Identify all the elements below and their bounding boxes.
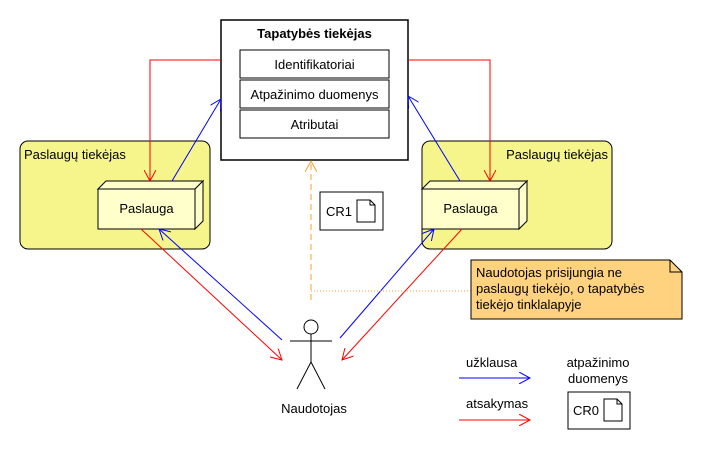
identity-row-box [239,109,390,139]
request-arrow-user-to-left-service [159,229,283,341]
service-node: Paslauga [420,179,529,231]
request-arrow-user-to-right-service [339,229,434,339]
legend: užklausa atsakymas atpažinimo duomenys C… [459,355,631,430]
legend-credentials-label: atpažinimo [567,355,630,370]
user-actor: Naudotojas [281,319,347,416]
response-arrow-idp-to-left-service [150,59,221,181]
identity-row-box [239,49,390,79]
response-arrow-left-service-to-user [140,228,282,360]
request-arrow-right-service-to-idp [408,96,461,182]
legend-response-label: atsakymas [466,396,529,411]
note-line: Naudotojas prisijungia ne [476,265,622,280]
login-note: Naudotojas prisijungia ne paslaugų tiekė… [470,259,683,320]
identity-row-identifiers: Identifikatoriai [274,57,354,72]
request-arrow-left-service-to-idp [171,99,221,182]
response-arrow-idp-to-right-service [408,59,490,181]
credential-document: CR1 [319,191,384,231]
identity-row-attributes: Atributai [291,117,339,132]
service-provider-title: Paslaugų tiekėjas [24,147,126,162]
legend-credentials-label: duomenys [568,371,628,386]
service-provider-title: Paslaugų tiekėjas [506,147,608,162]
identity-row-credentials: Atpažinimo duomenys [251,87,379,102]
service-provider-right: Paslaugų tiekėjas Paslauga [420,140,613,250]
legend-request-label: užklausa [466,355,518,370]
service-label: Paslauga [443,201,498,216]
document-icon [603,398,623,422]
service-node: Paslauga [96,179,205,231]
identity-provider-title: Tapatybės tiekėjas [257,26,372,41]
note-line: paslaugų tiekėjo, o tapatybės [476,281,645,296]
user-label: Naudotojas [281,401,347,416]
identity-provider: Tapatybės tiekėjas Identifikatoriai Atpa… [220,19,409,161]
stick-figure-icon [290,319,332,390]
identity-row-box [239,79,390,109]
service-provider-left: Paslaugų tiekėjas Paslauga [19,140,211,250]
document-icon [356,199,376,223]
note-line: tiekėjo tinklalapyje [476,297,582,312]
response-arrow-right-service-to-user [342,228,463,360]
legend-document-label: CR0 [573,403,599,418]
note-fold-icon [669,260,682,273]
service-label: Paslauga [119,201,174,216]
credential-document-label: CR1 [326,204,352,219]
